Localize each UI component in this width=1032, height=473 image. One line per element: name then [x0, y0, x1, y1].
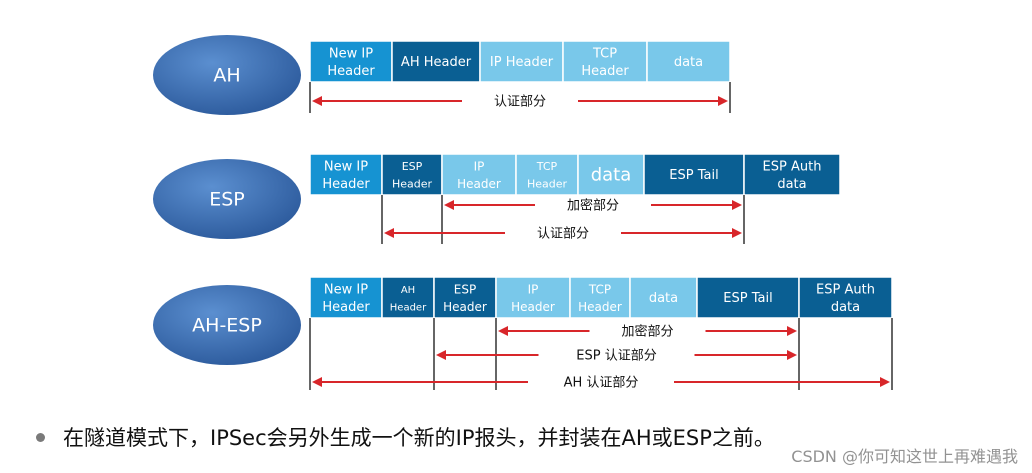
- packet-field: [629, 276, 698, 319]
- arrowhead-right-icon: [880, 377, 890, 387]
- field-label: AH: [401, 285, 415, 296]
- packet-field: [433, 276, 497, 319]
- arrowhead-right-icon: [718, 96, 728, 106]
- field-label: Header: [581, 64, 629, 79]
- packet-field: [743, 153, 841, 196]
- field-label: ESP Auth: [816, 283, 875, 298]
- field-label: AH Header: [401, 55, 472, 70]
- field-label: Header: [390, 302, 427, 313]
- field-label: Header: [327, 64, 375, 79]
- packet-field: [441, 153, 517, 196]
- arrowhead-right-icon: [787, 350, 797, 360]
- arrowhead-left-icon: [444, 200, 454, 210]
- arrowhead-left-icon: [384, 228, 394, 238]
- arrowhead-left-icon: [312, 96, 322, 106]
- bullet-text: 在隧道模式下，IPSec会另外生成一个新的IP报头，并封装在AH或ESP之前。: [63, 426, 775, 450]
- protocol-ellipse: [153, 159, 301, 239]
- field-label: data: [591, 165, 632, 186]
- span-label: 加密部分: [567, 198, 619, 214]
- field-label: ESP Auth: [763, 160, 822, 175]
- packet-field: [309, 276, 383, 319]
- packet-field: [577, 153, 645, 196]
- protocol-label: ESP: [209, 189, 245, 211]
- packet-field: [643, 153, 745, 196]
- bullet-note: 在隧道模式下，IPSec会另外生成一个新的IP报头，并封装在AH或ESP之前。: [36, 422, 775, 452]
- field-label: TCP: [588, 283, 611, 297]
- field-label: New IP: [324, 283, 368, 298]
- field-label: Header: [322, 177, 370, 192]
- packet-field: [381, 276, 435, 319]
- protocol-label: AH: [213, 65, 240, 87]
- packet-field: [495, 276, 571, 319]
- field-label: Header: [511, 300, 555, 314]
- packet-field: [391, 40, 481, 83]
- field-label: Header: [322, 300, 370, 315]
- field-label: Header: [578, 300, 622, 314]
- field-label: New IP: [324, 160, 368, 175]
- protocol-ellipse: [153, 285, 301, 365]
- field-label: data: [674, 55, 703, 70]
- span-label: 认证部分: [494, 95, 546, 110]
- arrowhead-right-icon: [787, 326, 797, 336]
- field-label: ESP: [454, 283, 476, 297]
- arrowhead-left-icon: [498, 326, 508, 336]
- packet-field: [696, 276, 800, 319]
- field-label: IP: [474, 160, 485, 174]
- field-label: data: [777, 177, 806, 192]
- bullet-icon: [36, 432, 45, 442]
- packet-field: [515, 153, 579, 196]
- packet-field: [798, 276, 893, 319]
- field-label: IP Header: [490, 55, 554, 70]
- arrowhead-left-icon: [436, 350, 446, 360]
- field-label: ESP Tail: [723, 291, 772, 306]
- arrowhead-right-icon: [732, 228, 742, 238]
- field-label: IP: [528, 283, 539, 297]
- watermark: CSDN @你可知这世上再难遇我: [791, 447, 1018, 466]
- span-label: AH 认证部分: [564, 376, 639, 391]
- arrowhead-left-icon: [312, 377, 322, 387]
- span-label: ESP 认证部分: [576, 349, 656, 364]
- packet-field: [646, 40, 731, 83]
- field-label: data: [831, 300, 860, 315]
- arrowhead-right-icon: [732, 200, 742, 210]
- field-label: ESP Tail: [669, 168, 718, 183]
- field-label: TCP: [592, 47, 617, 62]
- field-label: TCP: [536, 160, 558, 173]
- field-label: ESP: [402, 160, 423, 173]
- field-label: data: [649, 291, 678, 306]
- span-label: 加密部分: [621, 324, 673, 340]
- field-label: New IP: [329, 47, 373, 62]
- field-label: Header: [527, 177, 568, 190]
- protocol-ellipse: [153, 35, 301, 115]
- field-label: Header: [392, 177, 433, 190]
- protocol-label: AH-ESP: [192, 315, 262, 337]
- field-label: Header: [443, 300, 487, 314]
- span-label: 认证部分: [537, 227, 589, 242]
- field-label: Header: [457, 177, 501, 191]
- packet-field: [381, 153, 443, 196]
